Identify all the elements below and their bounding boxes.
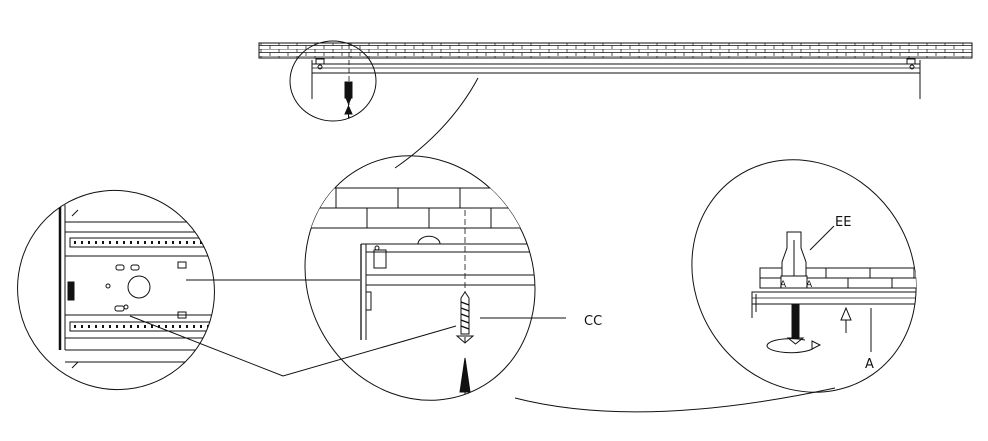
- overview-assembly: [258, 42, 973, 99]
- label-cc: CC: [584, 314, 602, 329]
- label-a: A: [865, 357, 874, 372]
- insert-arrow: [459, 357, 471, 393]
- ceiling-bricks-detail: [299, 187, 541, 229]
- screw-cc: [455, 291, 475, 344]
- detail-ellipse-right: [691, 159, 923, 393]
- connector-screw-to-left: [129, 315, 457, 377]
- leader-ee: [809, 225, 835, 251]
- detail-callout-ellipse-top: [289, 40, 377, 122]
- callouts: [480, 225, 872, 352]
- detail-ellipse-left: [17, 189, 231, 391]
- connector-top-to-center: [394, 77, 479, 169]
- rotate-arrow: [766, 338, 816, 354]
- label-a-small-left: A: [780, 280, 787, 290]
- label-a-small-right: A: [806, 280, 813, 290]
- detail-ellipse-center: [299, 155, 541, 420]
- connector-center-to-right: [514, 387, 836, 413]
- mounting-hole-large: [127, 275, 151, 299]
- connector-lines: [129, 77, 836, 413]
- push-arrow: [840, 306, 852, 321]
- perforated-strip-top: [69, 237, 231, 248]
- screw-right: [786, 303, 805, 345]
- rail-body: [311, 63, 921, 74]
- wall-plug-ee: [780, 231, 808, 289]
- label-ee: EE: [835, 215, 851, 230]
